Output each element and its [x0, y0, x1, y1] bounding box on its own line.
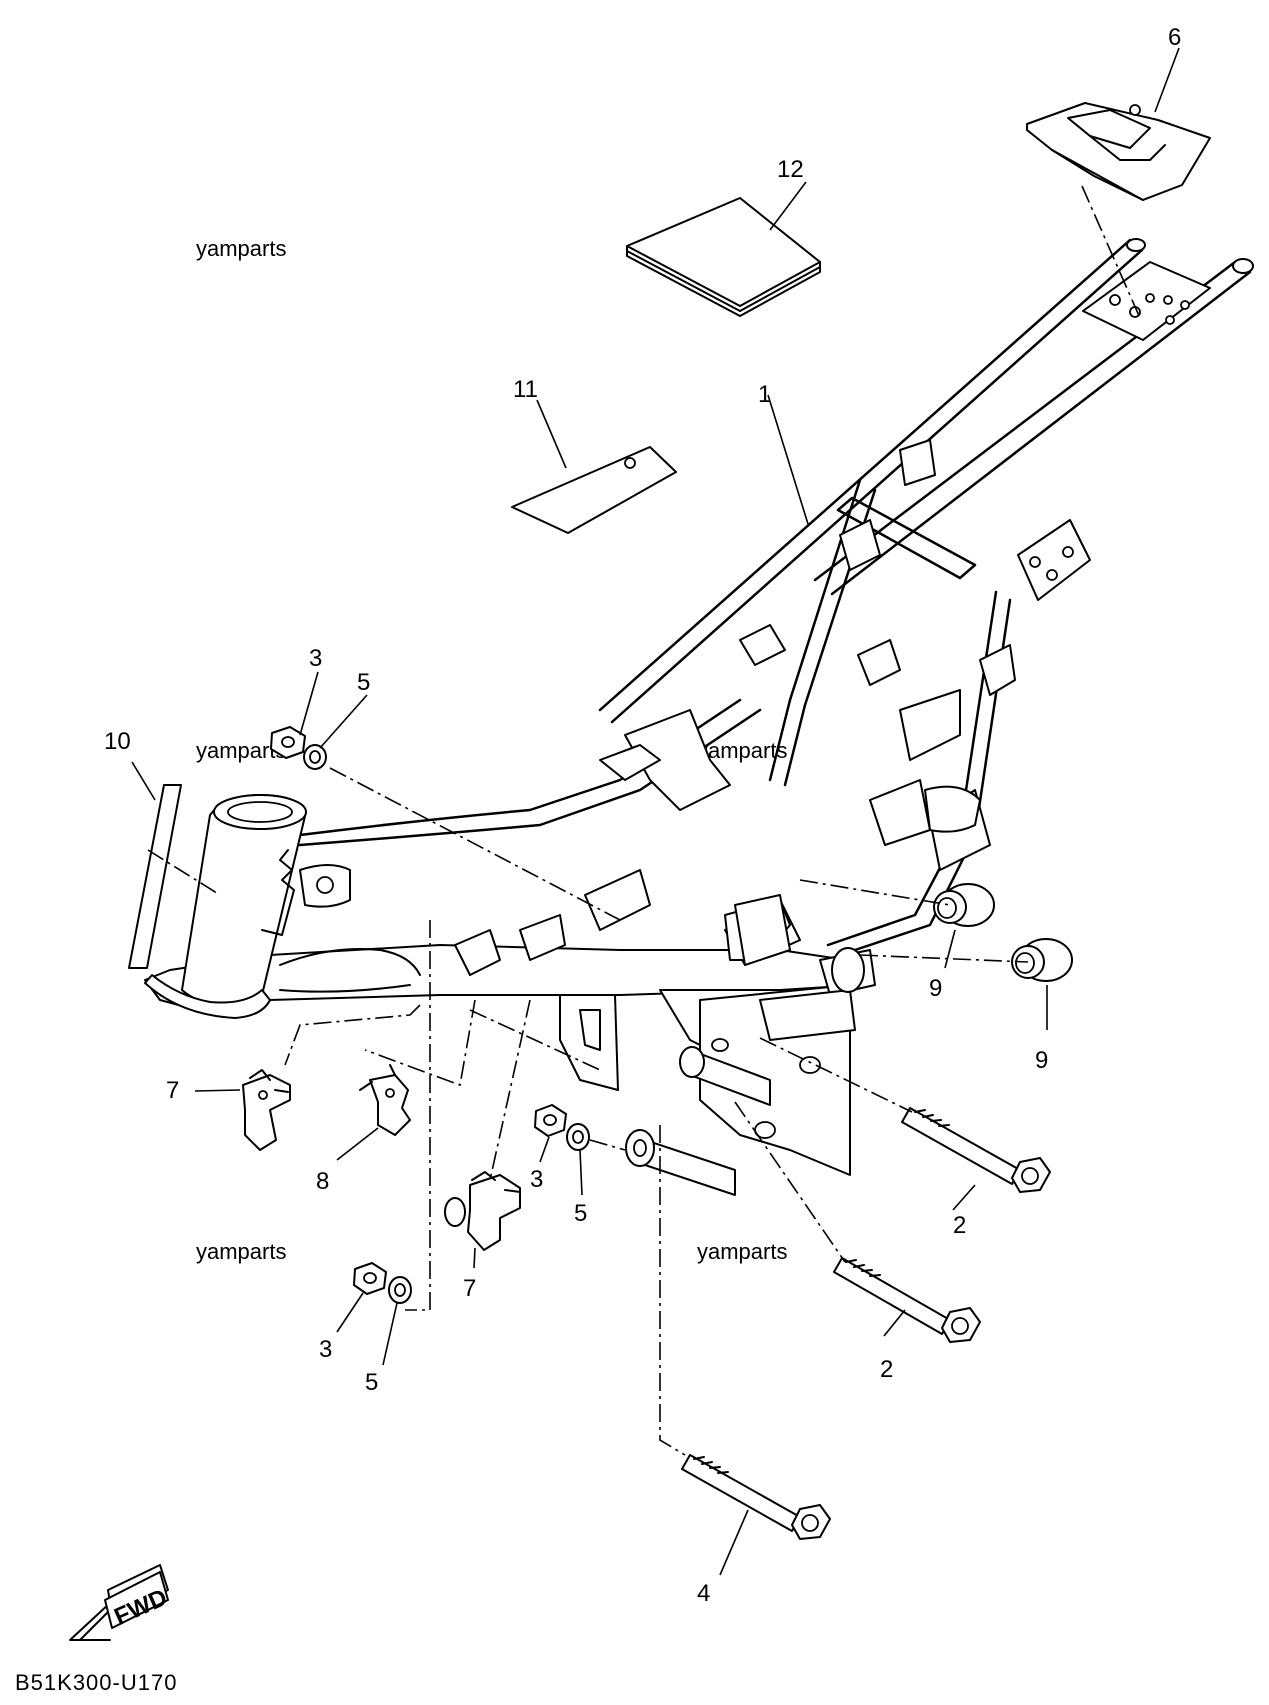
- part-7-clamp: [242, 1069, 291, 1151]
- callout-8: 8: [316, 1168, 329, 1195]
- diagram-code: B51K300-U170: [15, 1670, 177, 1695]
- watermark: yamparts: [196, 236, 286, 261]
- fwd-arrow-icon: FWD: [69, 1564, 171, 1641]
- part-2-bolt: [833, 1257, 981, 1343]
- callout-5: 5: [357, 669, 370, 696]
- assembly-lines: [147, 185, 1141, 1456]
- part-3-nut: [353, 1262, 387, 1295]
- callout-7: 7: [166, 1077, 179, 1104]
- part-7-clamp: [444, 1171, 521, 1251]
- callout-5: 5: [365, 1369, 378, 1396]
- callout-3: 3: [319, 1336, 332, 1363]
- callout-12: 12: [777, 156, 804, 183]
- part-8-clamp: [359, 1064, 411, 1136]
- part-1-frame: [144, 238, 1254, 1196]
- callout-9: 9: [1035, 1047, 1048, 1074]
- part-12-owners-manual: [626, 197, 821, 317]
- part-5-washer: [303, 744, 327, 770]
- callout-5: 5: [574, 1200, 587, 1227]
- callout-4: 4: [697, 1580, 710, 1607]
- part-3-nut: [270, 726, 306, 759]
- part-5-washer: [388, 1276, 412, 1304]
- callout-6: 6: [1168, 24, 1181, 51]
- leader-lines: [131, 47, 1180, 1576]
- part-6-bracket: [1026, 102, 1211, 201]
- callout-11: 11: [513, 376, 538, 403]
- part-5-washer: [566, 1123, 590, 1151]
- watermark: yamparts: [196, 1239, 286, 1264]
- callout-3: 3: [309, 645, 322, 672]
- part-10-sticker: [128, 784, 182, 969]
- callouts: 1 2 2 3 3 3 4 5 5 5 6 7 7 8 9 9 10 11 12: [104, 24, 1181, 1607]
- part-9-bushing: [933, 883, 1073, 982]
- callout-3: 3: [530, 1166, 543, 1193]
- callout-1: 1: [758, 381, 771, 408]
- callout-9: 9: [929, 975, 942, 1002]
- callout-10: 10: [104, 728, 131, 755]
- callout-2: 2: [953, 1212, 966, 1239]
- callout-2: 2: [880, 1356, 893, 1383]
- part-11-label: [511, 446, 677, 534]
- callout-7: 7: [463, 1275, 476, 1302]
- part-2-bolt: [901, 1107, 1051, 1193]
- part-4-bolt: [681, 1454, 831, 1540]
- watermark: yamparts: [697, 1239, 787, 1264]
- part-3-nut: [534, 1104, 567, 1137]
